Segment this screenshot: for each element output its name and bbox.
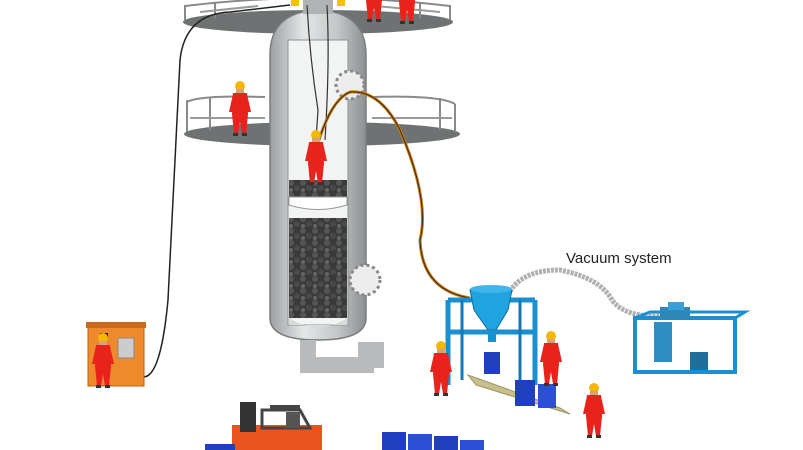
- worker-icon: [583, 383, 605, 438]
- vacuum-system-label: Vacuum system: [566, 250, 672, 267]
- vacuum-unit-icon: [633, 302, 751, 374]
- catalyst-bed-upper: [289, 180, 347, 197]
- worker-icon: [540, 331, 562, 386]
- drum-row: [382, 432, 484, 450]
- reactor-vessel: [269, 9, 384, 373]
- drum-icon: [484, 352, 500, 374]
- drum-icon: [538, 384, 556, 408]
- top-nozzle: [303, 0, 333, 14]
- vacuum-line: [505, 267, 666, 319]
- manway-icon: [348, 263, 382, 297]
- drum-icon: [515, 380, 535, 406]
- forklift-icon: [205, 402, 322, 450]
- outlet-pipe: [300, 340, 384, 373]
- hopper-frame: [445, 297, 538, 385]
- drum-icon: [382, 432, 406, 450]
- drum-icon: [434, 436, 458, 450]
- manway-icon: [334, 69, 366, 101]
- catalyst-bed-lower: [289, 218, 347, 318]
- power-cable: [139, 4, 291, 378]
- drum-icon: [460, 440, 484, 450]
- hopper-icon: [469, 285, 513, 342]
- drum-icon: [408, 434, 432, 450]
